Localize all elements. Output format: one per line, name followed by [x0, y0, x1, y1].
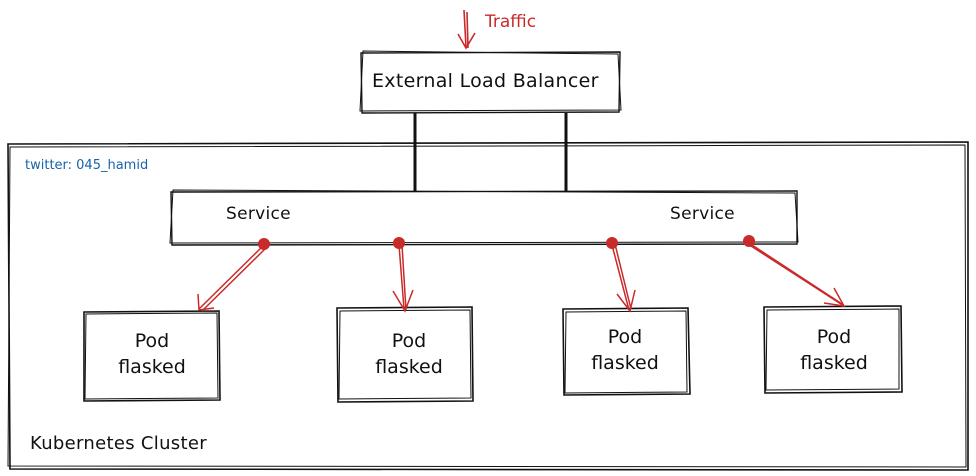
pod-box-4 [763, 305, 903, 394]
cluster-boundary [7, 141, 969, 471]
traffic-label: Traffic [485, 12, 537, 32]
arrow-to-pod-3 [611, 243, 636, 313]
pod-4-title: Pod [816, 326, 852, 348]
twitter-handle: twitter: 045_hamid [25, 158, 149, 173]
service-bar [169, 189, 799, 246]
pod-3-text: Pod flasked [561, 324, 689, 376]
pod-3-name: flasked [591, 352, 659, 374]
load-balancer-box [359, 50, 622, 114]
cluster-label: Kubernetes Cluster [30, 433, 207, 454]
arrow-to-pod-4 [748, 242, 846, 307]
pod-box-2 [336, 306, 474, 403]
pod-2-title: Pod [391, 330, 427, 352]
pod-box-3 [562, 307, 691, 396]
pod-2-name: flasked [375, 356, 443, 378]
arrow-to-pod-2 [392, 244, 414, 313]
pod-1-title: Pod [134, 330, 170, 352]
pod-1-text: Pod flasked [84, 328, 220, 380]
pod-3-title: Pod [607, 326, 643, 348]
pod-2-text: Pod flasked [342, 328, 476, 380]
load-balancer-label: External Load Balancer [372, 70, 599, 92]
pod-4-name: flasked [800, 352, 868, 374]
pod-1-name: flasked [118, 356, 186, 378]
pod-4-text: Pod flasked [766, 324, 902, 376]
lb-service-connectors [413, 113, 568, 192]
service-label-left: Service [226, 204, 291, 224]
traffic-arrow [457, 9, 476, 50]
service-label-right: Service [670, 204, 735, 224]
service-endpoints [258, 235, 755, 250]
pod-box-1 [83, 310, 221, 402]
arrow-to-pod-1 [197, 244, 267, 312]
